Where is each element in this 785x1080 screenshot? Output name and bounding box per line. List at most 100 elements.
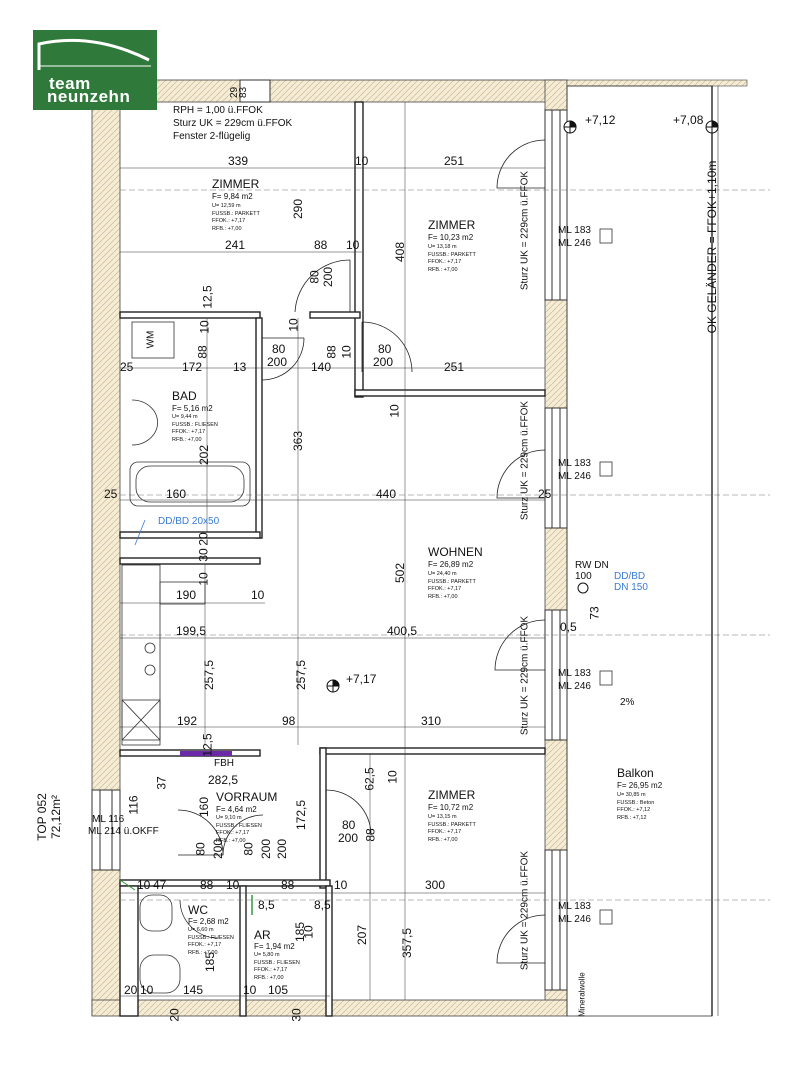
wm-label: WM — [145, 330, 157, 349]
dim-200-a: 200 — [321, 266, 336, 288]
ml-214: ML 214 ü.OKFF — [88, 826, 159, 837]
dim-251-a: 251 — [444, 154, 465, 168]
note-sturz: Sturz UK = 229cm ü.FFOK — [173, 118, 293, 129]
dn150-label: DN 150 — [614, 582, 648, 593]
fridge — [121, 699, 161, 741]
bathroom-sink — [131, 399, 158, 446]
bathtub — [129, 461, 251, 507]
washing-machine — [131, 321, 175, 359]
dim-125-a: 12,5 — [200, 285, 215, 309]
ml-183-d: ML 183 — [558, 901, 591, 912]
dim-10-f: 10 — [387, 404, 402, 418]
dim-top-83: 83 — [238, 86, 249, 98]
dim-88-f: 88 — [281, 878, 295, 892]
dim-80-b: 80 — [272, 342, 286, 356]
dim-47: 47 — [153, 878, 167, 892]
dim-13: 13 — [233, 360, 247, 374]
dim-10-c: 10 — [197, 320, 212, 334]
room-area-wc: F= 2,68 m2 — [188, 917, 229, 926]
room-area-vorraum: F= 4,64 m2 — [216, 805, 257, 814]
room-name-balkon: Balkon — [617, 766, 654, 780]
dim-80-c: 80 — [378, 342, 392, 356]
ml-246-d: ML 246 — [558, 914, 591, 925]
room-area-bad: F= 5,16 m2 — [172, 404, 213, 413]
ml-246-a: ML 246 — [558, 238, 591, 249]
room-area-ar: F= 1,94 m2 — [254, 942, 295, 951]
room-name-bad: BAD — [172, 389, 197, 403]
ml-246-c: ML 246 — [558, 681, 591, 692]
dim-300: 300 — [425, 878, 446, 892]
sturz-c: Sturz UK = 229cm ü.FFOK — [519, 615, 531, 736]
dim-80-f: 80 — [241, 842, 256, 856]
sturz-b: Sturz UK = 229cm ü.FFOK — [519, 400, 531, 521]
room-name-zimmer-3: ZIMMER — [428, 788, 476, 802]
dim-10-j: 10 — [137, 878, 151, 892]
inner-walls — [119, 101, 546, 1017]
ml-183-c: ML 183 — [558, 668, 591, 679]
dim-207: 207 — [355, 924, 370, 946]
wc-sink — [139, 894, 173, 932]
dim-10-b: 10 — [346, 238, 360, 252]
underfloor-heating-manifold — [180, 751, 232, 756]
level-markers — [326, 120, 719, 693]
dim-140: 140 — [311, 360, 332, 374]
room-name-zimmer-1: ZIMMER — [212, 177, 260, 191]
dim-200-f: 200 — [259, 838, 274, 860]
dim-160-a: 160 — [166, 487, 187, 501]
dim-20-c: 20 — [167, 1008, 182, 1022]
dim-10-a: 10 — [355, 154, 369, 168]
dim-05: 0,5 — [560, 620, 577, 634]
sturz-d: Sturz UK = 229cm ü.FFOK — [519, 850, 531, 971]
dim-25-b: 25 — [104, 487, 118, 501]
dim-116: 116 — [126, 795, 141, 815]
dim-10-i: 10 — [385, 770, 400, 784]
dim-200-c: 200 — [373, 355, 394, 369]
room-name-vorraum: VORRAUM — [216, 790, 278, 804]
slope-label: 2% — [620, 697, 635, 708]
grid-lines — [120, 189, 770, 901]
ddbd2-label: DD/BD — [614, 571, 646, 582]
ddbd-label: DD/BD 20x50 — [158, 516, 220, 527]
logo-line1: team — [49, 74, 91, 93]
dim-160-b: 160 — [197, 796, 212, 818]
dim-25-c: 25 — [538, 487, 552, 501]
stove-burner — [144, 642, 156, 654]
dim-88-a: 88 — [314, 238, 328, 252]
dim-440: 440 — [376, 487, 397, 501]
room-name-zimmer-2: ZIMMER — [428, 218, 476, 232]
dim-20-b: 20 — [124, 983, 138, 997]
dim-80-a: 80 — [307, 270, 322, 284]
dim-200-e: 200 — [211, 838, 226, 860]
room-area-zimmer-1: F= 9,84 m2 — [212, 192, 253, 201]
note-fenster: Fenster 2-flügelig — [173, 131, 251, 142]
ml-183-b: ML 183 — [558, 458, 591, 469]
rw-100-label: 100 — [575, 571, 592, 582]
dim-30-a: 30 — [196, 548, 211, 562]
ml-183-a: ML 183 — [558, 225, 591, 236]
kitchen-counter — [121, 564, 161, 746]
dim-80-d: 80 — [342, 818, 356, 832]
dim-lines — [120, 102, 545, 1000]
dim-172: 172 — [182, 360, 203, 374]
dim-192: 192 — [177, 714, 198, 728]
dim-73: 73 — [587, 606, 602, 620]
dim-25-a: 25 — [120, 360, 134, 374]
dim-88-e: 88 — [200, 878, 214, 892]
logo-roof-icon — [37, 38, 151, 70]
dim-185-a: 185 — [203, 951, 218, 973]
room-name-ar: AR — [254, 928, 271, 942]
ml-116: ML 116 — [92, 814, 125, 825]
dim-80-e: 80 — [193, 842, 208, 856]
fixtures — [121, 321, 251, 994]
dim-10-g: 10 — [196, 572, 211, 586]
dim-502: 502 — [393, 562, 408, 584]
dim-339: 339 — [228, 154, 249, 168]
dim-3575: 357,5 — [400, 927, 415, 959]
